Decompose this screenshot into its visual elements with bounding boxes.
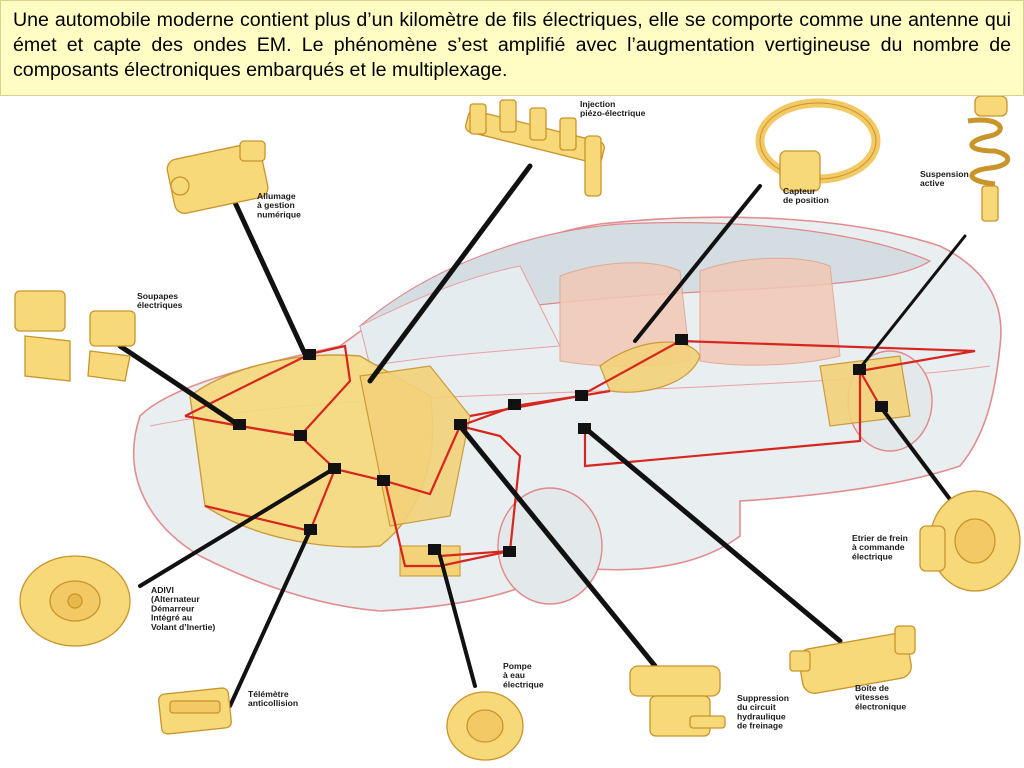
module xyxy=(304,524,317,535)
suspension-strut-illustration xyxy=(967,96,1010,222)
telemeter-illustration xyxy=(158,687,232,735)
leader-allumage xyxy=(229,193,308,357)
module xyxy=(428,544,441,555)
module xyxy=(328,463,341,474)
module xyxy=(454,419,467,430)
leader-suppression xyxy=(457,423,658,669)
label-line: électrique xyxy=(503,679,544,689)
components xyxy=(14,96,1021,761)
leader-lines xyxy=(117,163,967,708)
label-line: Injection xyxy=(580,99,615,109)
ecu-modules xyxy=(233,334,888,557)
leader-telemetre xyxy=(228,529,312,708)
module xyxy=(303,349,316,360)
label-line: Volant d’Inertie) xyxy=(151,622,215,632)
leader-pompe xyxy=(438,554,477,688)
label-line: électrique xyxy=(852,551,893,561)
label-line: active xyxy=(920,178,945,188)
leader-etrier xyxy=(878,404,957,508)
module xyxy=(294,430,307,441)
label-line: Pompe xyxy=(503,661,532,671)
label-line: électronique xyxy=(855,701,906,711)
label-line: (Alternateur xyxy=(151,594,200,604)
front-wheel xyxy=(497,487,603,605)
module xyxy=(503,546,516,557)
wire-front-lower xyxy=(383,480,511,568)
module xyxy=(233,419,246,430)
leader-soupapes xyxy=(117,343,243,429)
label-line: Suppression xyxy=(737,693,789,703)
gearbox-illustration xyxy=(789,625,916,694)
module xyxy=(875,401,888,412)
module xyxy=(377,475,390,486)
steering-wheel-illustration xyxy=(755,98,881,192)
label-line: piézo-électrique xyxy=(580,108,646,118)
label-line: Allumage xyxy=(257,191,296,201)
injection-rail-illustration xyxy=(465,99,605,197)
label-line: Démarreur xyxy=(151,603,195,613)
label-line: Intégré au xyxy=(151,613,192,623)
valves-illustration xyxy=(14,290,136,382)
leader-adivi xyxy=(138,469,332,588)
label-line: du circuit xyxy=(737,702,776,712)
label-line: anticollision xyxy=(248,698,298,708)
wire-center xyxy=(439,424,522,558)
module xyxy=(575,390,588,401)
label-line: de freinage xyxy=(737,721,783,731)
module xyxy=(675,334,688,345)
label-line: à gestion xyxy=(257,200,295,210)
brake-hydraulic-illustration xyxy=(629,665,726,737)
wire-cabin xyxy=(469,339,976,418)
module xyxy=(853,364,866,375)
label-line: ADIVI xyxy=(151,585,174,595)
label-line: Télémètre xyxy=(248,689,289,699)
brake-caliper-illustration xyxy=(919,490,1021,592)
leader-capteur xyxy=(633,184,762,343)
label-line: Suspension xyxy=(920,169,969,179)
label-line: Boîte de xyxy=(855,683,889,693)
label-line: numérique xyxy=(257,209,301,219)
leader-suspension xyxy=(858,234,967,370)
steering-column xyxy=(599,341,701,393)
ignition-module-illustration xyxy=(166,140,269,214)
label-line: à commande xyxy=(852,542,905,552)
flywheel-illustration xyxy=(19,555,131,647)
label-line: Capteur xyxy=(783,186,816,196)
water-pump-illustration xyxy=(446,691,524,761)
label-line: électriques xyxy=(137,300,183,310)
caption-text: Une automobile moderne contient plus d’u… xyxy=(0,0,1024,96)
label-line: hydraulique xyxy=(737,711,786,721)
leader-boite xyxy=(582,425,843,644)
leader-injection xyxy=(367,163,533,384)
wire-floor xyxy=(583,371,862,468)
label-line: de position xyxy=(783,195,829,205)
label-line: vitesses xyxy=(855,692,889,702)
rear-seat xyxy=(699,257,841,366)
label-line: Soupapes xyxy=(137,291,178,301)
module xyxy=(578,423,591,434)
module xyxy=(508,399,521,410)
label-line: Etrier de frein xyxy=(852,533,908,543)
label-line: à eau xyxy=(503,670,525,680)
